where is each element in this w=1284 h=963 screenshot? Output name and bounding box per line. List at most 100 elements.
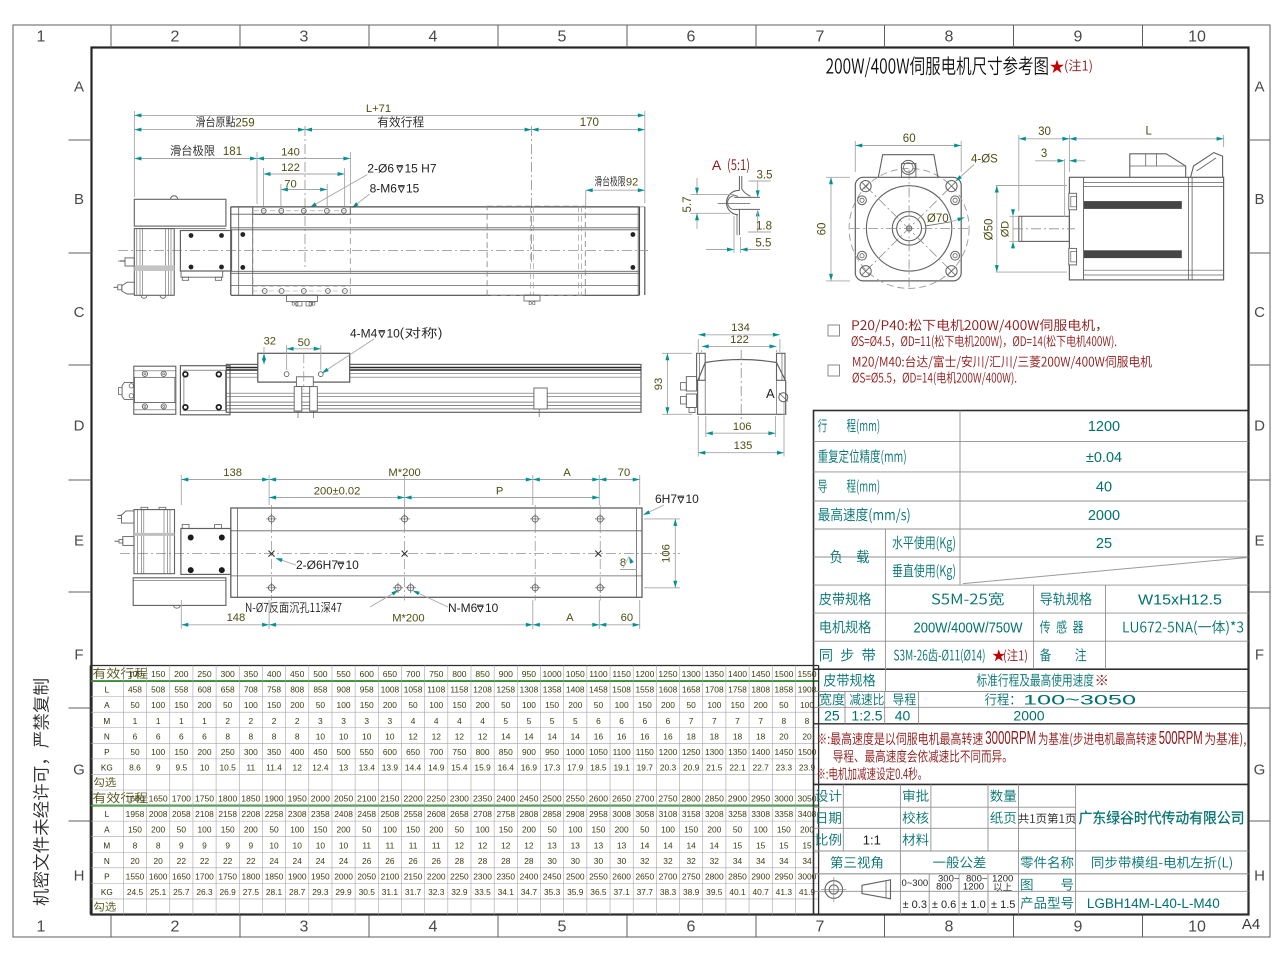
svg-text:458: 458 xyxy=(128,685,142,695)
svg-text:200: 200 xyxy=(244,825,258,835)
svg-text:1558: 1558 xyxy=(635,685,654,695)
svg-text:122: 122 xyxy=(281,162,300,174)
svg-text:A: A xyxy=(104,826,110,835)
svg-text:23.9: 23.9 xyxy=(799,762,816,772)
svg-text:450: 450 xyxy=(290,669,305,679)
svg-text:4: 4 xyxy=(429,919,438,936)
svg-text:300: 300 xyxy=(221,669,236,679)
svg-text:2: 2 xyxy=(249,716,254,726)
svg-text:26: 26 xyxy=(432,856,442,866)
svg-text:6: 6 xyxy=(666,716,671,726)
svg-text:40.7: 40.7 xyxy=(753,887,770,897)
svg-text:3: 3 xyxy=(1041,148,1047,160)
svg-text:A: A xyxy=(566,612,574,624)
svg-text:1700: 1700 xyxy=(195,871,214,881)
svg-text:650: 650 xyxy=(406,747,420,757)
svg-text:1: 1 xyxy=(37,29,46,46)
svg-text:8: 8 xyxy=(782,716,787,726)
svg-text:30: 30 xyxy=(547,856,557,866)
svg-text:100~3050: 100~3050 xyxy=(1023,692,1136,707)
svg-text:2250: 2250 xyxy=(450,871,469,881)
svg-text:30.5: 30.5 xyxy=(359,887,376,897)
svg-text:14.4: 14.4 xyxy=(405,762,422,772)
svg-text:8: 8 xyxy=(249,731,254,741)
svg-text:35.3: 35.3 xyxy=(544,887,561,897)
svg-text:A: A xyxy=(563,467,571,479)
svg-text:300: 300 xyxy=(244,747,258,757)
svg-text:14: 14 xyxy=(571,731,581,741)
svg-text:1008: 1008 xyxy=(381,685,400,695)
svg-text:± 0.6: ± 0.6 xyxy=(932,899,956,911)
svg-text:32: 32 xyxy=(686,856,696,866)
svg-text:100: 100 xyxy=(522,700,536,710)
svg-text:3: 3 xyxy=(300,29,309,46)
svg-text:± 0.3: ± 0.3 xyxy=(903,899,927,911)
svg-text:100: 100 xyxy=(151,700,165,710)
svg-text:200: 200 xyxy=(198,700,212,710)
svg-text:50: 50 xyxy=(269,825,279,835)
svg-text:2500: 2500 xyxy=(566,871,585,881)
svg-text:L: L xyxy=(105,686,110,695)
svg-text:20: 20 xyxy=(802,731,812,741)
svg-text:2758: 2758 xyxy=(496,809,515,819)
svg-text:31.1: 31.1 xyxy=(382,887,399,897)
svg-text:12: 12 xyxy=(478,840,488,850)
svg-text:26: 26 xyxy=(408,856,418,866)
svg-text:3: 3 xyxy=(388,716,393,726)
svg-text:2-Ø6: 2-Ø6 xyxy=(367,162,394,176)
svg-text:150: 150 xyxy=(777,825,791,835)
svg-text:D: D xyxy=(74,418,85,435)
svg-text:1150: 1150 xyxy=(636,747,654,757)
svg-text:100: 100 xyxy=(615,700,629,710)
svg-text:16: 16 xyxy=(663,731,673,741)
svg-text:1:2.5: 1:2.5 xyxy=(851,708,882,724)
svg-text:F: F xyxy=(74,647,83,664)
svg-text:2058: 2058 xyxy=(172,809,191,819)
svg-text:1100: 1100 xyxy=(589,669,608,679)
svg-text:34.1: 34.1 xyxy=(498,887,515,897)
svg-text:2300: 2300 xyxy=(450,793,469,803)
svg-text:H: H xyxy=(74,868,85,885)
svg-text:50: 50 xyxy=(177,825,187,835)
svg-text:1158: 1158 xyxy=(450,685,468,695)
svg-text:3: 3 xyxy=(318,716,323,726)
svg-text:40: 40 xyxy=(895,708,911,724)
svg-text:28: 28 xyxy=(524,856,534,866)
svg-text:24: 24 xyxy=(269,856,279,866)
svg-text:3000RPM: 3000RPM xyxy=(985,727,1036,748)
svg-text:10: 10 xyxy=(362,731,372,741)
svg-text:C: C xyxy=(1254,304,1265,321)
svg-text:1958: 1958 xyxy=(126,809,145,819)
svg-text:17.3: 17.3 xyxy=(544,762,561,772)
svg-text:M*200: M*200 xyxy=(388,467,420,479)
svg-text:23.3: 23.3 xyxy=(776,762,793,772)
svg-text:8: 8 xyxy=(225,731,230,741)
svg-text:1258: 1258 xyxy=(496,685,515,695)
svg-text:18.5: 18.5 xyxy=(590,762,607,772)
svg-text:41.9: 41.9 xyxy=(799,887,816,897)
svg-text:9.5: 9.5 xyxy=(176,762,188,772)
svg-text:92: 92 xyxy=(626,177,638,189)
svg-text:6: 6 xyxy=(687,919,696,936)
svg-text:1200: 1200 xyxy=(635,669,654,679)
svg-text:1358: 1358 xyxy=(543,685,562,695)
svg-text:5: 5 xyxy=(527,716,532,726)
svg-text:15.4: 15.4 xyxy=(451,762,468,772)
svg-text:32: 32 xyxy=(264,336,276,348)
svg-text:18: 18 xyxy=(733,731,743,741)
svg-text:10: 10 xyxy=(339,731,349,741)
svg-text:22: 22 xyxy=(177,856,187,866)
svg-text:300~: 300~ xyxy=(938,874,960,885)
svg-text:28: 28 xyxy=(501,856,511,866)
svg-text:M*200: M*200 xyxy=(392,613,424,625)
svg-text:bd: bd xyxy=(528,300,536,307)
svg-text:100: 100 xyxy=(568,825,582,835)
svg-text:P: P xyxy=(496,486,503,498)
svg-text:50: 50 xyxy=(733,825,743,835)
svg-text:1400: 1400 xyxy=(751,747,770,757)
svg-text:6: 6 xyxy=(687,29,696,46)
svg-text:650: 650 xyxy=(383,669,398,679)
svg-text:50: 50 xyxy=(223,700,233,710)
svg-text:5: 5 xyxy=(503,716,508,726)
svg-text:32: 32 xyxy=(710,856,720,866)
